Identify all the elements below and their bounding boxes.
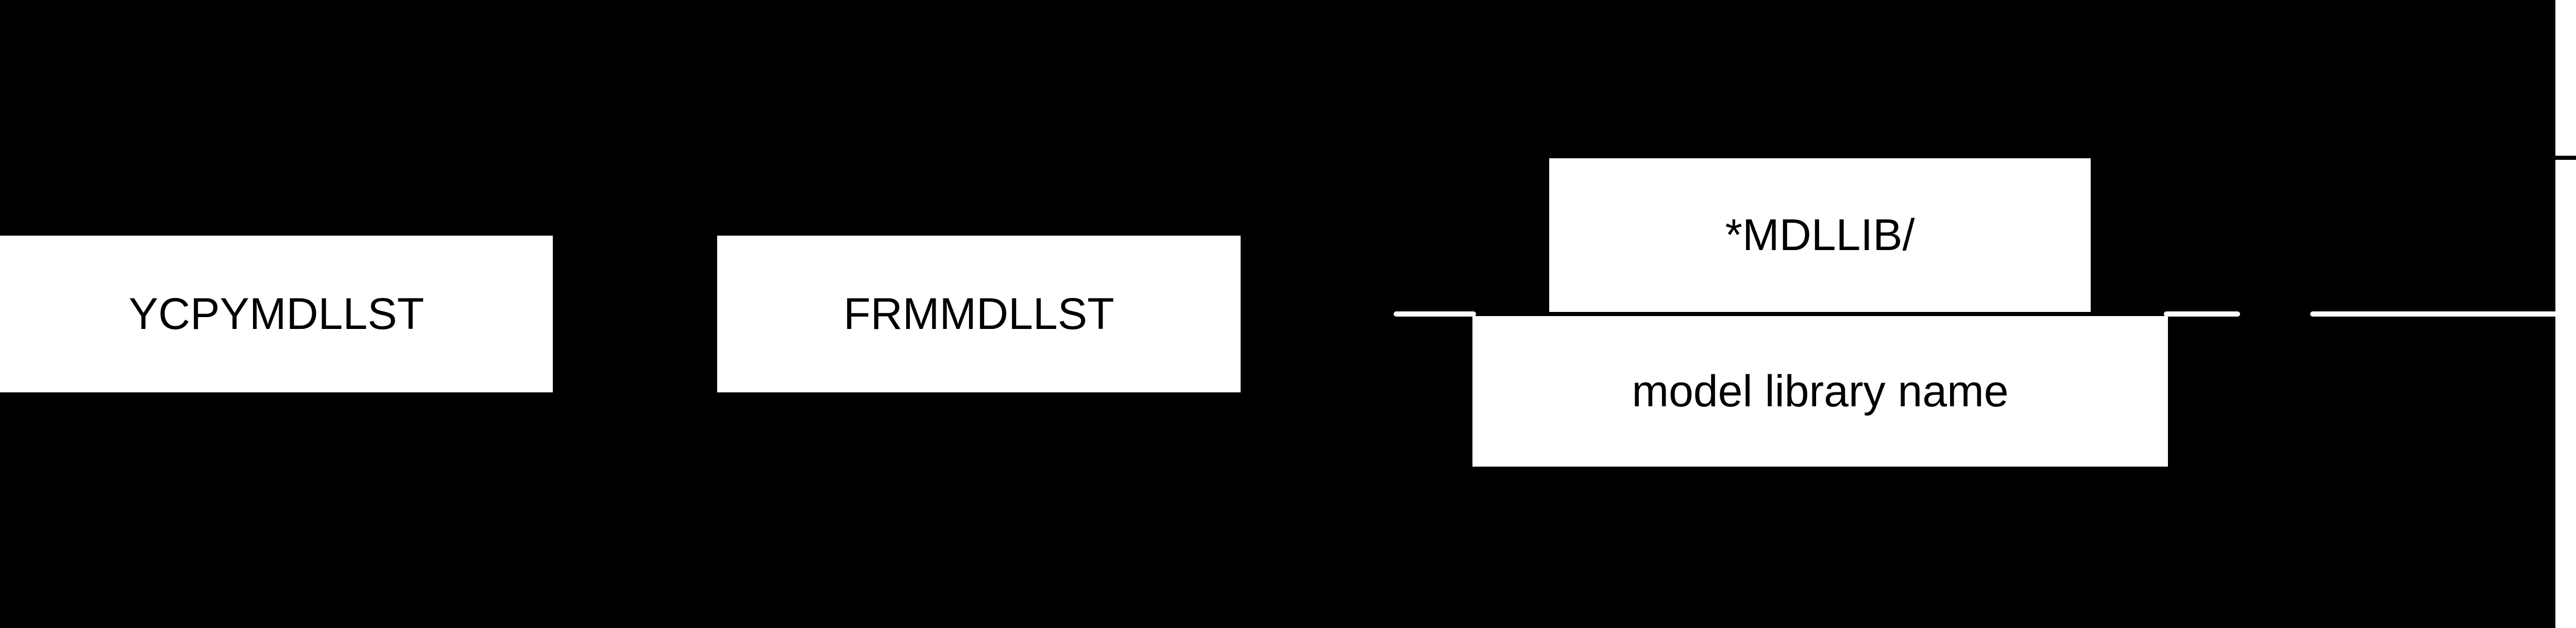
keyword-box-frmmdllst: FRMMDLLST [717, 236, 1241, 392]
command-name-box-ycpymdllst: YCPYMDLLST [0, 236, 553, 392]
connector-line-left [1394, 311, 1476, 317]
variable-box-model-object-list-name: model object list name [2555, 0, 2576, 156]
connector-line-middle-a [2164, 311, 2240, 317]
connector-line-middle-b [2310, 311, 2558, 317]
variable-box-model-library-name: model library name [1472, 316, 2168, 467]
keyword-box-mdllib: *MDLLIB/ [1549, 158, 2091, 312]
option-stack-box: *MDLPRF *USER *SELECT [2555, 160, 2576, 628]
